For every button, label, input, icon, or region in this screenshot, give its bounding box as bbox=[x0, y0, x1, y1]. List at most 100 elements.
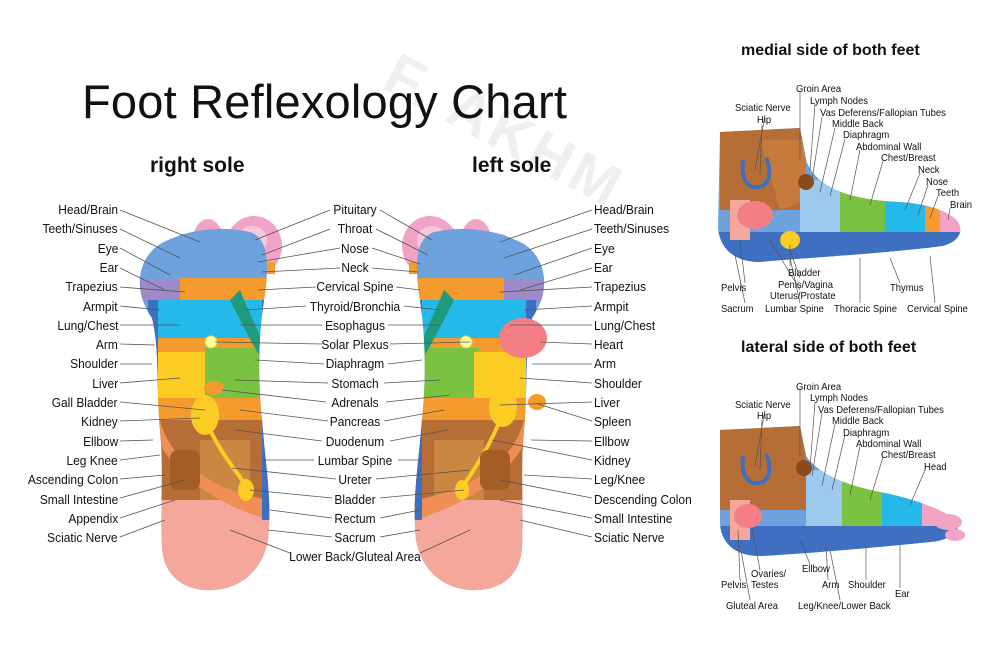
lateral-leader-lines bbox=[737, 390, 926, 601]
medial-label-vas: Vas Deferens/Fallopian Tubes bbox=[820, 107, 946, 119]
medial-label-pelvis: Pelvis bbox=[721, 282, 747, 294]
left-sole-label-7: Heart bbox=[594, 337, 624, 353]
right-sole-label-17: Sciatic Nerve bbox=[47, 530, 118, 546]
medial-label-chest: Chest/Breast bbox=[881, 152, 936, 164]
right-sole-label-11: Kidney bbox=[81, 414, 118, 430]
lateral-heading: lateral side of both feet bbox=[741, 339, 917, 356]
medial-label-groin: Groin Area bbox=[796, 83, 842, 95]
left-sole-label-14: Leg/Knee bbox=[594, 472, 646, 488]
medial-label-cervical: Cervical Spine bbox=[907, 303, 968, 315]
lateral-label-lymph: Lymph Nodes bbox=[810, 392, 868, 404]
medial-foot bbox=[718, 128, 961, 262]
lateral-label-chest: Chest/Breast bbox=[881, 449, 936, 461]
center-label-17: Sacrum bbox=[334, 530, 376, 546]
left-sole-label-17: Sciatic Nerve bbox=[594, 530, 665, 546]
lateral-label-pelvis: Pelvis bbox=[721, 579, 747, 591]
lateral-label-middle-back: Middle Back bbox=[832, 415, 884, 427]
center-label-7: Solar Plexus bbox=[321, 337, 389, 353]
left-sole-label-11: Spleen bbox=[594, 414, 632, 430]
right-sole-label-15: Small Intestine bbox=[39, 491, 118, 507]
right-sole-label-8: Shoulder bbox=[70, 356, 118, 372]
left-sole-label-8: Arm bbox=[594, 356, 616, 372]
left-sole-label-6: Lung/Chest bbox=[594, 317, 656, 333]
left-sole-label-10: Liver bbox=[594, 395, 620, 410]
medial-label-lumbar: Lumbar Spine bbox=[765, 303, 824, 315]
center-label-8: Diaphragm bbox=[325, 356, 385, 372]
right-sole-label-0: Head/Brain bbox=[58, 202, 118, 217]
left-sole-leader-lines bbox=[491, 209, 593, 538]
center-label-0: Pituitary bbox=[333, 202, 377, 217]
lateral-label-ovaries: Ovaries/ bbox=[751, 568, 787, 580]
lateral-foot bbox=[720, 426, 965, 556]
medial-label-uterus: Uterus/Prostate bbox=[770, 290, 836, 302]
medial-label-thoracic: Thoracic Spine bbox=[834, 303, 898, 315]
right-sole-label-12: Ellbow bbox=[82, 433, 118, 449]
right-sole-heading: right sole bbox=[150, 154, 245, 177]
left-sole-label-15: Descending Colon bbox=[594, 491, 692, 507]
medial-label-middle-back: Middle Back bbox=[832, 118, 884, 130]
lateral-label-shoulder: Shoulder bbox=[848, 579, 886, 591]
center-label-14: Ureter bbox=[338, 472, 372, 488]
lateral-label-vas: Vas Deferens/Fallopian Tubes bbox=[818, 404, 944, 416]
left-sole-label-3: Ear bbox=[594, 259, 613, 275]
left-sole-label-0: Head/Brain bbox=[594, 202, 654, 217]
page-title: Foot Reflexology Chart bbox=[82, 75, 568, 128]
lateral-label-ellbow: Ellbow bbox=[802, 563, 830, 575]
medial-label-thymus: Thymus bbox=[890, 282, 924, 294]
right-sole-label-5: Armpit bbox=[83, 298, 118, 314]
lateral-label-head: Head bbox=[924, 461, 947, 473]
right-sole-label-3: Ear bbox=[99, 259, 118, 275]
left-sole-label-2: Eye bbox=[594, 240, 615, 256]
medial-label-lymph: Lymph Nodes bbox=[810, 95, 868, 107]
right-sole-label-14: Ascending Colon bbox=[27, 472, 118, 488]
medial-label-neck: Neck bbox=[918, 164, 940, 176]
lateral-label-groin: Groin Area bbox=[796, 381, 842, 393]
medial-label-sacrum: Sacrum bbox=[721, 303, 754, 315]
lateral-label-legknee: Leg/Knee/Lower Back bbox=[798, 600, 891, 612]
right-sole-label-16: Appendix bbox=[68, 510, 118, 526]
medial-leader-lines bbox=[734, 92, 951, 304]
center-label-16: Rectum bbox=[334, 510, 376, 526]
left-sole-label-13: Kidney bbox=[594, 452, 631, 468]
medial-label-sciatic: Sciatic Nerve bbox=[735, 102, 791, 114]
center-label-12: Duodenum bbox=[325, 433, 385, 449]
center-label-11: Pancreas bbox=[329, 414, 381, 430]
center-label-3: Neck bbox=[341, 259, 369, 275]
right-sole-label-9: Liver bbox=[92, 375, 118, 391]
lateral-label-diaphragm: Diaphragm bbox=[843, 427, 890, 439]
center-label-15: Bladder bbox=[334, 491, 376, 507]
lateral-label-sciatic: Sciatic Nerve bbox=[735, 399, 791, 411]
medial-heading: medial side of both feet bbox=[741, 42, 920, 59]
medial-label-hip: Hip bbox=[757, 114, 772, 126]
left-sole-heading: left sole bbox=[472, 154, 552, 177]
lateral-label-ear: Ear bbox=[895, 588, 910, 600]
right-sole-leader-lines bbox=[119, 209, 206, 538]
left-sole-label-12: Ellbow bbox=[594, 433, 630, 449]
medial-label-teeth: Teeth bbox=[936, 187, 960, 199]
center-label-5: Thyroid/Bronchia bbox=[309, 298, 401, 314]
center-label-1: Throat bbox=[337, 221, 373, 237]
medial-label-brain: Brain bbox=[950, 199, 973, 211]
right-sole-label-1: Teeth/Sinuses bbox=[42, 221, 118, 237]
left-sole-label-5: Armpit bbox=[594, 298, 629, 314]
right-sole-label-13: Leg Knee bbox=[66, 452, 118, 468]
right-sole-label-6: Lung/Chest bbox=[56, 317, 118, 333]
lateral-label-testes: Testes bbox=[751, 579, 779, 591]
medial-label-nose: Nose bbox=[926, 176, 949, 188]
center-label-2: Nose bbox=[341, 240, 369, 256]
lateral-label-gluteal: Gluteal Area bbox=[726, 600, 779, 612]
left-sole-label-1: Teeth/Sinuses bbox=[594, 221, 670, 237]
medial-label-abdominal: Abdominal Wall bbox=[856, 141, 922, 153]
left-sole-label-4: Trapezius bbox=[594, 279, 647, 295]
lateral-label-arm: Arm bbox=[822, 579, 840, 591]
center-label-10: Adrenals bbox=[331, 395, 379, 410]
right-sole-label-10: Gall Bladder bbox=[52, 395, 118, 410]
center-label-9: Stomach bbox=[331, 375, 379, 391]
medial-label-bladder: Bladder bbox=[788, 267, 821, 279]
medial-label-diaphragm: Diaphragm bbox=[843, 129, 890, 141]
right-sole-label-2: Eye bbox=[97, 240, 118, 256]
center-leader-lines bbox=[214, 209, 471, 554]
center-label-18: Lower Back/Gluteal Area bbox=[289, 549, 421, 565]
